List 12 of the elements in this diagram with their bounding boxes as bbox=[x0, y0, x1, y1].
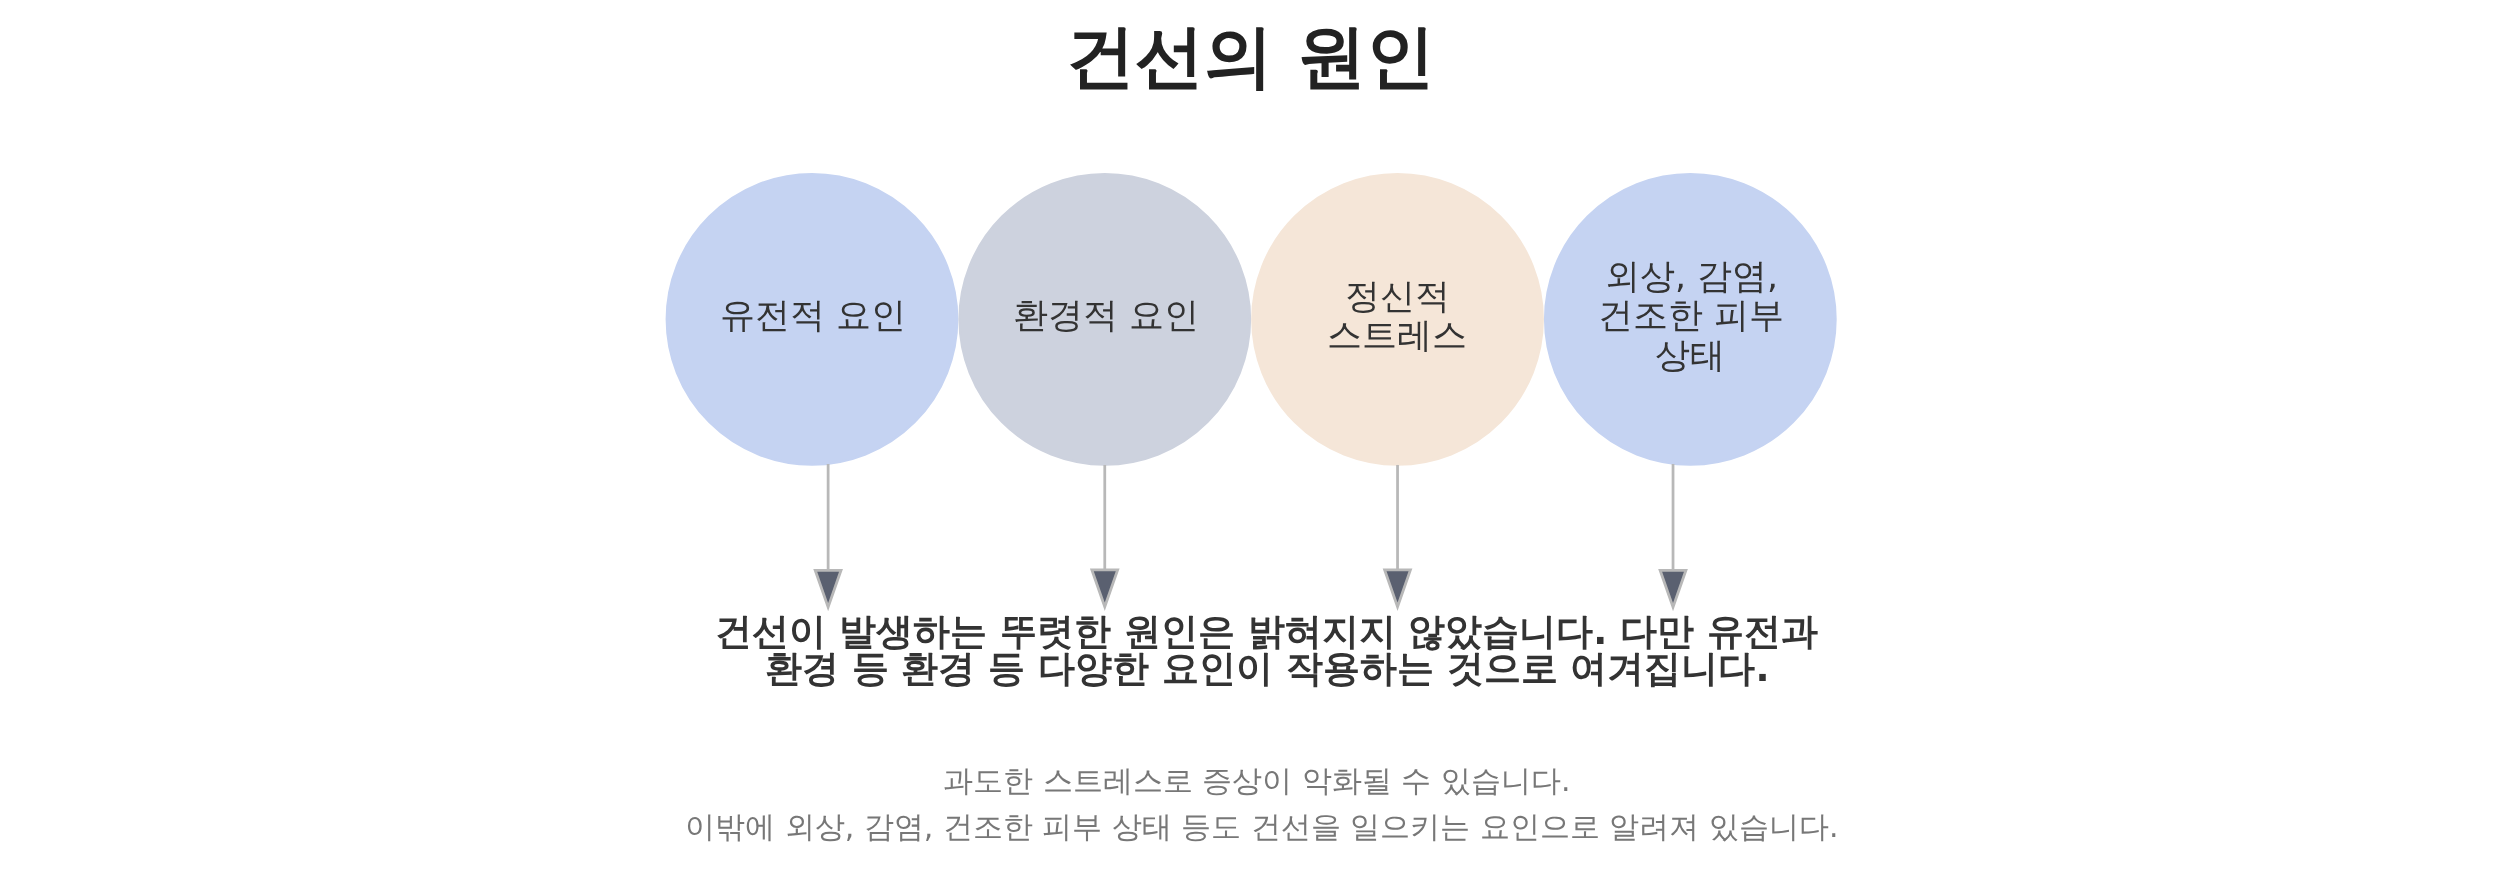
node-circle: 외상, 감염, 건조한 피부 상태 bbox=[1543, 172, 1837, 466]
arrow bbox=[1089, 464, 1120, 611]
node-circle: 환경적 요인 bbox=[958, 172, 1252, 466]
arrow bbox=[1382, 464, 1413, 611]
node-text: 건선이 발생하는 뚜렷한 원인은 밝혀지지 않았습니다. 다만 유전과 환경 등 환경 등 다양한 요인이 작용하는 것으로 여겨집니다. bbox=[715, 609, 1819, 690]
label: 이밖에 외상, 감염, 건조한 피부 상태 등도 건선을 일으키는 요인으로 알려져 있습니다. bbox=[685, 808, 1839, 844]
node-circle: 정신적 스트레스 bbox=[1251, 172, 1544, 466]
diagram-title: 건선의 원인 bbox=[1065, 15, 1435, 96]
arrow bbox=[1658, 464, 1688, 612]
label: 과도한 스트레스로 증상이 악화될 수 있습니다. bbox=[943, 762, 1571, 798]
node-circle: 유전적 요인 bbox=[665, 172, 959, 466]
arrow bbox=[813, 464, 843, 612]
